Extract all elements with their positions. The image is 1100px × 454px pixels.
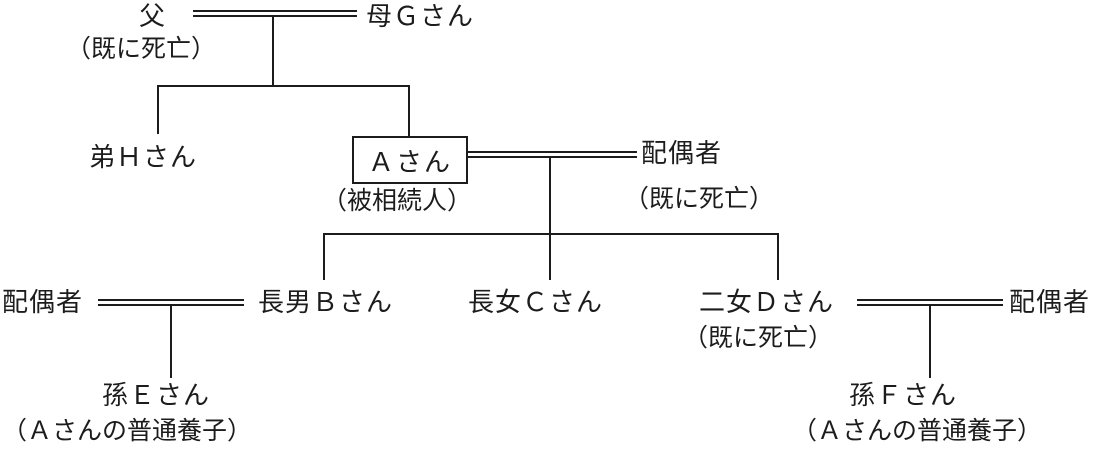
father-label: 父 <box>139 2 167 31</box>
marriage-line-a-spouse <box>468 151 637 158</box>
grandchild-e-label: 孫Ｅさん <box>102 381 211 410</box>
marriage-line-father-mother <box>193 10 357 17</box>
son-b-label: 長男Ｂさん <box>258 288 394 317</box>
daughter-d-label: 二女Ｄさん <box>699 288 835 317</box>
father-deceased-note: （既に死亡） <box>66 36 217 63</box>
daughter-d-spouse-label: 配偶者 <box>1009 288 1091 317</box>
connector-to-grandchild-f <box>929 306 931 378</box>
connector-to-daughter-c <box>549 233 551 280</box>
connector-to-son-b <box>323 233 325 280</box>
son-b-spouse-label: 配偶者 <box>2 288 84 317</box>
brother-h-label: 弟Ｈさん <box>89 143 198 172</box>
grandchild-f-adoption-note: （Ａさんの普通養子） <box>792 418 1043 445</box>
connector-parents-down <box>272 17 274 86</box>
marriage-line-d-spouse <box>857 299 1003 306</box>
connector-to-brother <box>157 85 159 134</box>
decedent-spouse-deceased-note: （既に死亡） <box>624 186 775 213</box>
decedent-a-note: （被相続人） <box>322 188 473 215</box>
connector-to-decedent <box>408 85 410 137</box>
grandchild-f-label: 孫Ｆさん <box>849 381 958 410</box>
decedent-spouse-label: 配偶者 <box>641 139 723 168</box>
decedent-a-box: Ａさん <box>352 136 468 184</box>
connector-a-marriage-down <box>549 158 551 233</box>
connector-to-daughter-d <box>777 233 779 280</box>
decedent-a-label: Ａさん <box>367 147 452 177</box>
children-bar-generation3 <box>323 233 779 235</box>
marriage-line-b-spouse <box>98 299 244 306</box>
daughter-d-deceased-note: （既に死亡） <box>683 325 834 352</box>
connector-to-grandchild-e <box>170 306 172 378</box>
sibling-bar-generation2 <box>157 85 409 87</box>
grandchild-e-adoption-note: （Ａさんの普通養子） <box>2 418 253 445</box>
mother-label: 母Ｇさん <box>366 2 475 31</box>
daughter-c-label: 長女Ｃさん <box>468 288 604 317</box>
